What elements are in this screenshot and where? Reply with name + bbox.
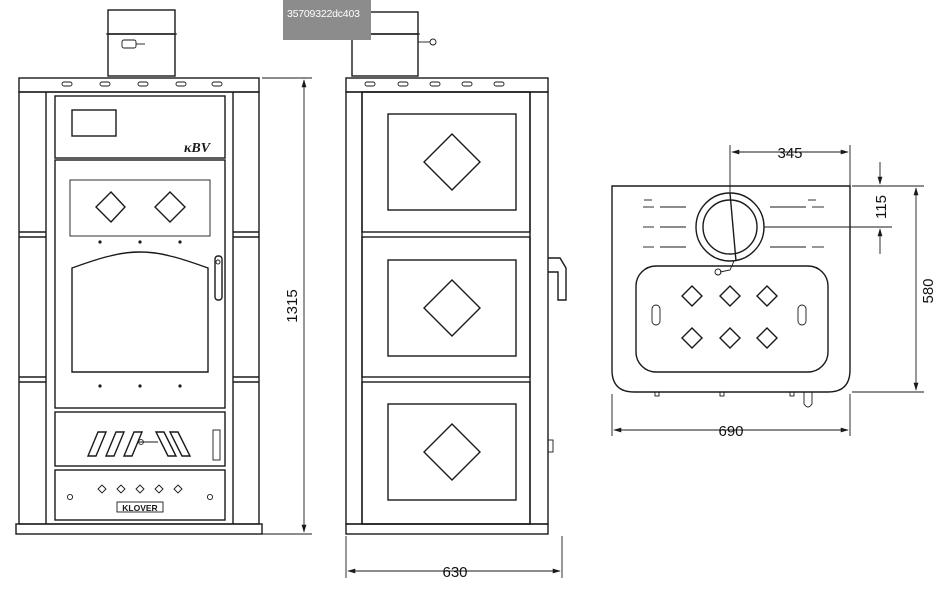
flue-x-label: 345: [777, 145, 802, 162]
front-view: κBV: [15, 9, 263, 535]
dimension-top-depth: [611, 394, 851, 436]
flue-y-label: 115: [873, 195, 890, 219]
brand-badge-text: KLOVER: [122, 503, 157, 513]
top-view: [611, 185, 851, 408]
flue-damper-icon: [121, 39, 145, 49]
model-logo: κBV: [184, 141, 212, 156]
door-handle-icon: [214, 255, 223, 301]
dimension-width: [345, 536, 563, 578]
brand-badge: [116, 501, 164, 513]
dimension-top-side: [852, 185, 924, 393]
dimension-flue-y: [764, 162, 892, 254]
side-handle-icon: [548, 257, 567, 301]
dimension-flue-x: [729, 145, 851, 193]
width-label: 630: [442, 564, 467, 581]
flue-outlet-icon: [695, 192, 765, 276]
watermark-tag: 35709322dc403: [283, 0, 371, 40]
height-label: 1315: [284, 289, 301, 322]
dimension-height: [262, 77, 312, 535]
side-view: [345, 11, 567, 535]
top-side-label: 580: [920, 278, 937, 303]
top-depth-label: 690: [718, 423, 743, 440]
